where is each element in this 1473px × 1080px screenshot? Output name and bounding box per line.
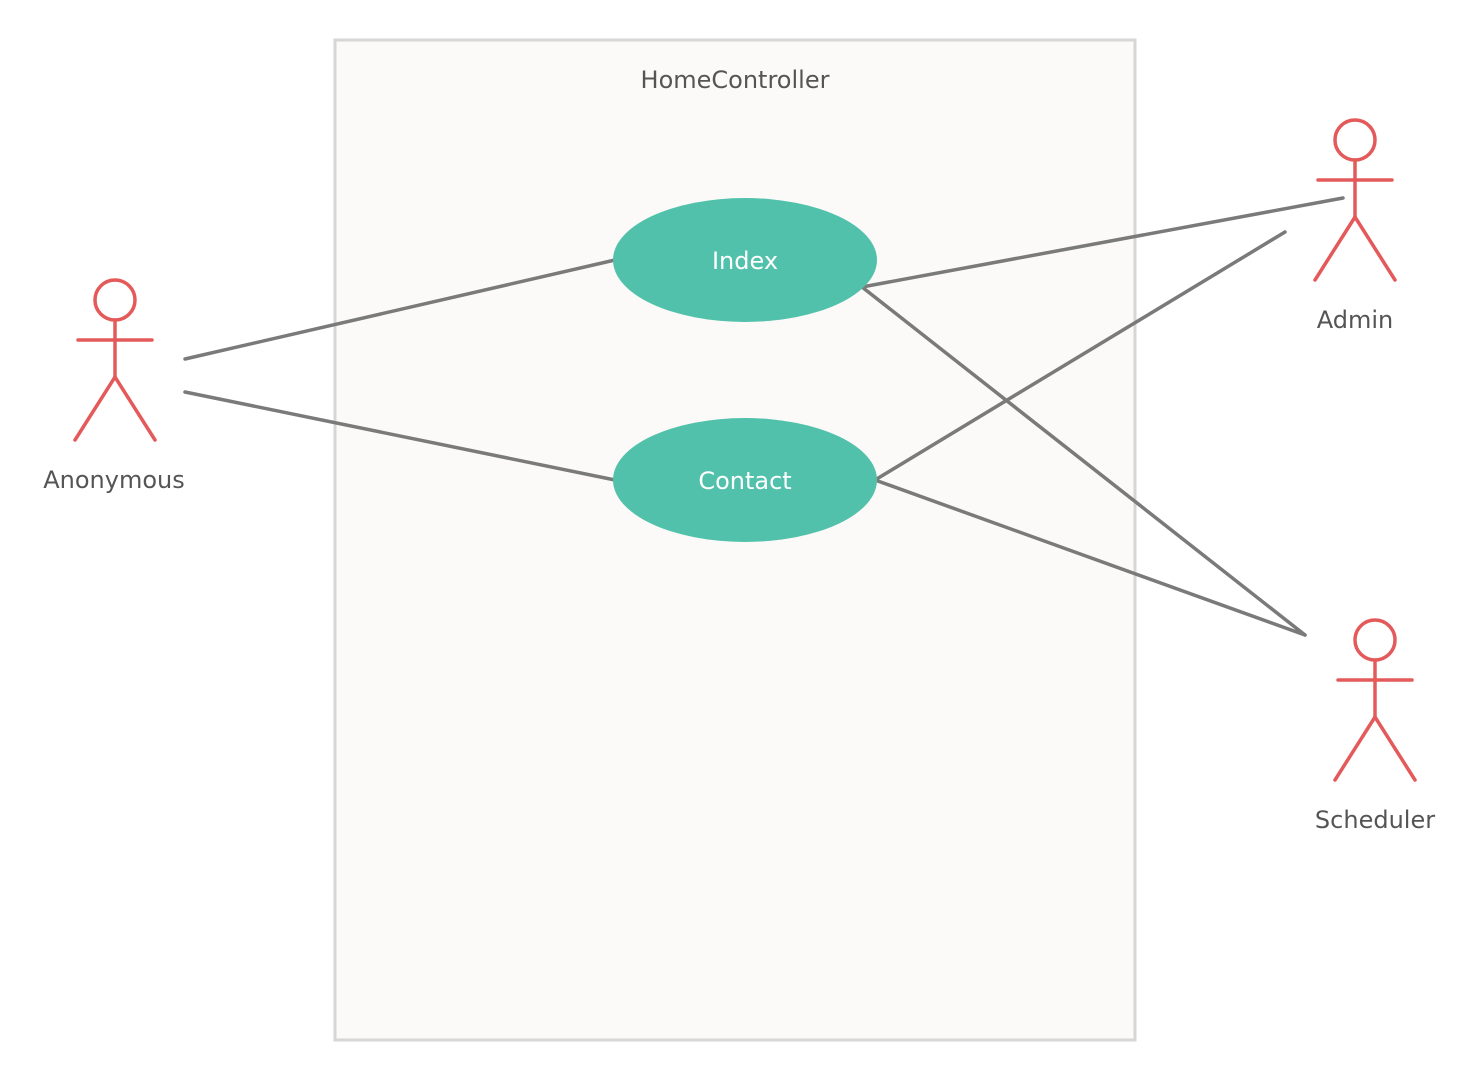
use-case-index-ellipse[interactable] bbox=[613, 198, 877, 322]
actor-anonymous-label: Anonymous bbox=[43, 466, 185, 494]
system-title: HomeController bbox=[641, 66, 830, 94]
association-index-admin[interactable] bbox=[860, 196, 1345, 289]
use-case-contact-label: Contact bbox=[698, 467, 791, 495]
association-contact-scheduler[interactable] bbox=[873, 478, 1307, 637]
use-case-index-label: Index bbox=[712, 247, 778, 275]
actor-anonymous[interactable]: Anonymous bbox=[43, 278, 185, 494]
actor-scheduler[interactable]: Scheduler bbox=[1315, 618, 1435, 834]
association-index-scheduler[interactable] bbox=[860, 285, 1307, 637]
actor-admin-label: Admin bbox=[1317, 306, 1394, 334]
associations bbox=[183, 196, 1345, 637]
use-case-contact-ellipse[interactable] bbox=[613, 418, 877, 542]
actor-scheduler-label: Scheduler bbox=[1315, 806, 1435, 834]
actor-admin-icon bbox=[1313, 118, 1397, 282]
use-case-contact[interactable]: Contact bbox=[613, 418, 877, 542]
actor-anonymous-icon bbox=[73, 278, 157, 442]
association-anonymous-index[interactable] bbox=[183, 258, 617, 361]
association-contact-admin[interactable] bbox=[873, 230, 1287, 482]
use-case-index[interactable]: Index bbox=[613, 198, 877, 322]
actor-admin[interactable]: Admin bbox=[1313, 118, 1397, 334]
actor-scheduler-icon bbox=[1333, 618, 1417, 782]
association-anonymous-contact[interactable] bbox=[183, 390, 617, 482]
